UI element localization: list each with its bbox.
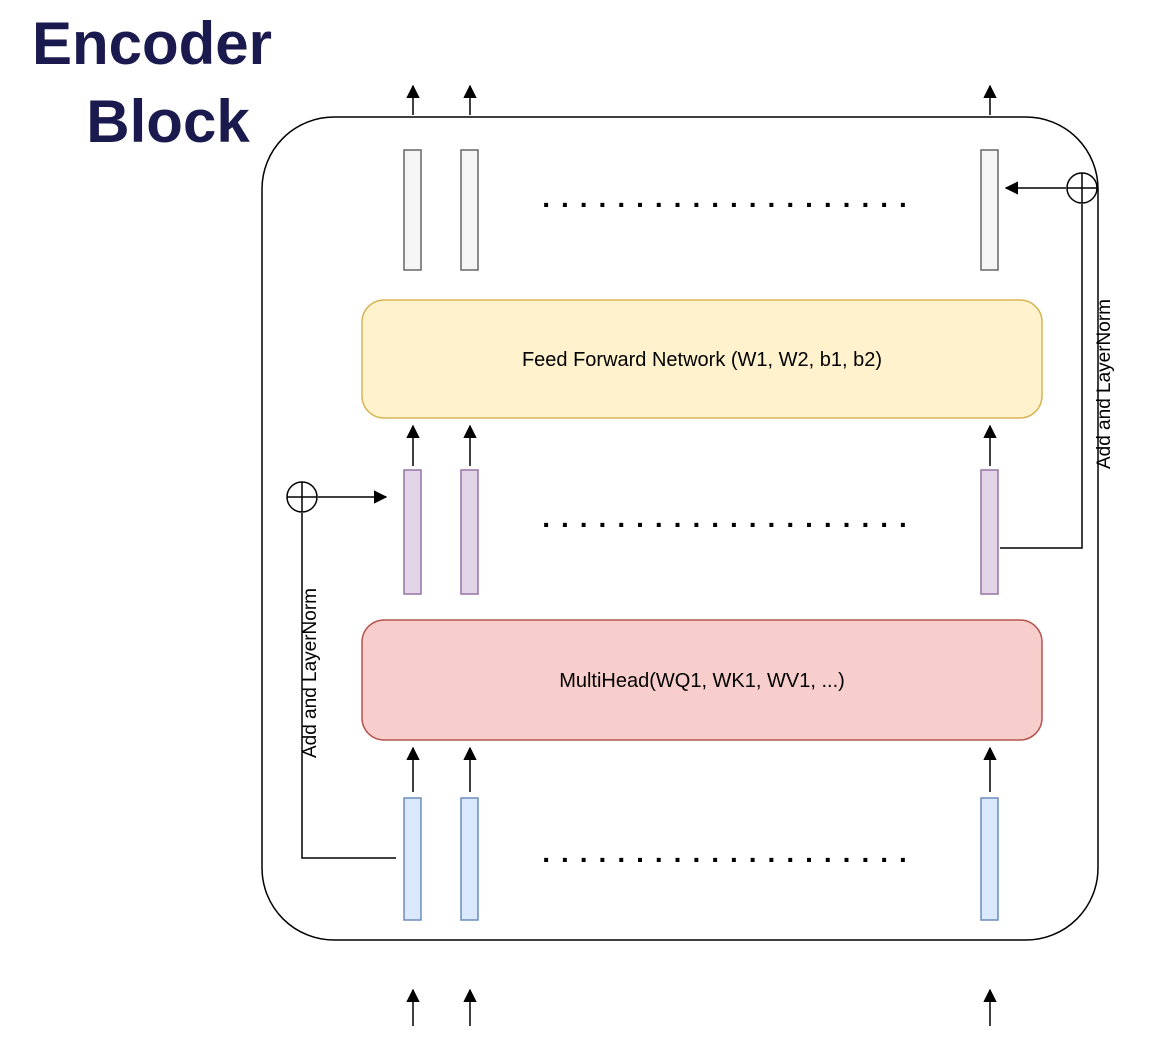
input-bar-1 bbox=[403, 797, 422, 921]
residual-right-line bbox=[1000, 204, 1083, 549]
ellipsis-input-row: .................... bbox=[542, 837, 918, 868]
ffn-output-bar-2 bbox=[460, 149, 479, 271]
ffn-output-bar-n bbox=[980, 149, 999, 271]
ffn-box-label: Feed Forward Network (W1, W2, b1, b2) bbox=[522, 349, 882, 371]
multihead-attention-box-label: MultiHead(WQ1, WK1, WV1, ...) bbox=[559, 670, 845, 692]
residual-left-label: Add and LayerNorm bbox=[300, 588, 321, 758]
input-bar-2 bbox=[460, 797, 479, 921]
attention-output-bar-1 bbox=[403, 469, 422, 595]
diagram-title-line1: Encoder bbox=[32, 10, 272, 77]
ellipsis-attention-output-row: .................... bbox=[542, 502, 918, 533]
residual-left-line bbox=[301, 513, 396, 859]
attention-output-bar-n bbox=[980, 469, 999, 595]
residual-right-label: Add and LayerNorm bbox=[1094, 299, 1115, 469]
input-bar-n bbox=[980, 797, 999, 921]
encoder-block-outline bbox=[261, 116, 1099, 941]
ellipsis-ffn-output-row: .................... bbox=[542, 182, 918, 213]
ffn-output-bar-1 bbox=[403, 149, 422, 271]
attention-output-bar-2 bbox=[460, 469, 479, 595]
diagram-title-line2: Block bbox=[86, 88, 250, 155]
ffn-box bbox=[361, 299, 1043, 419]
multihead-attention-box bbox=[361, 619, 1043, 741]
